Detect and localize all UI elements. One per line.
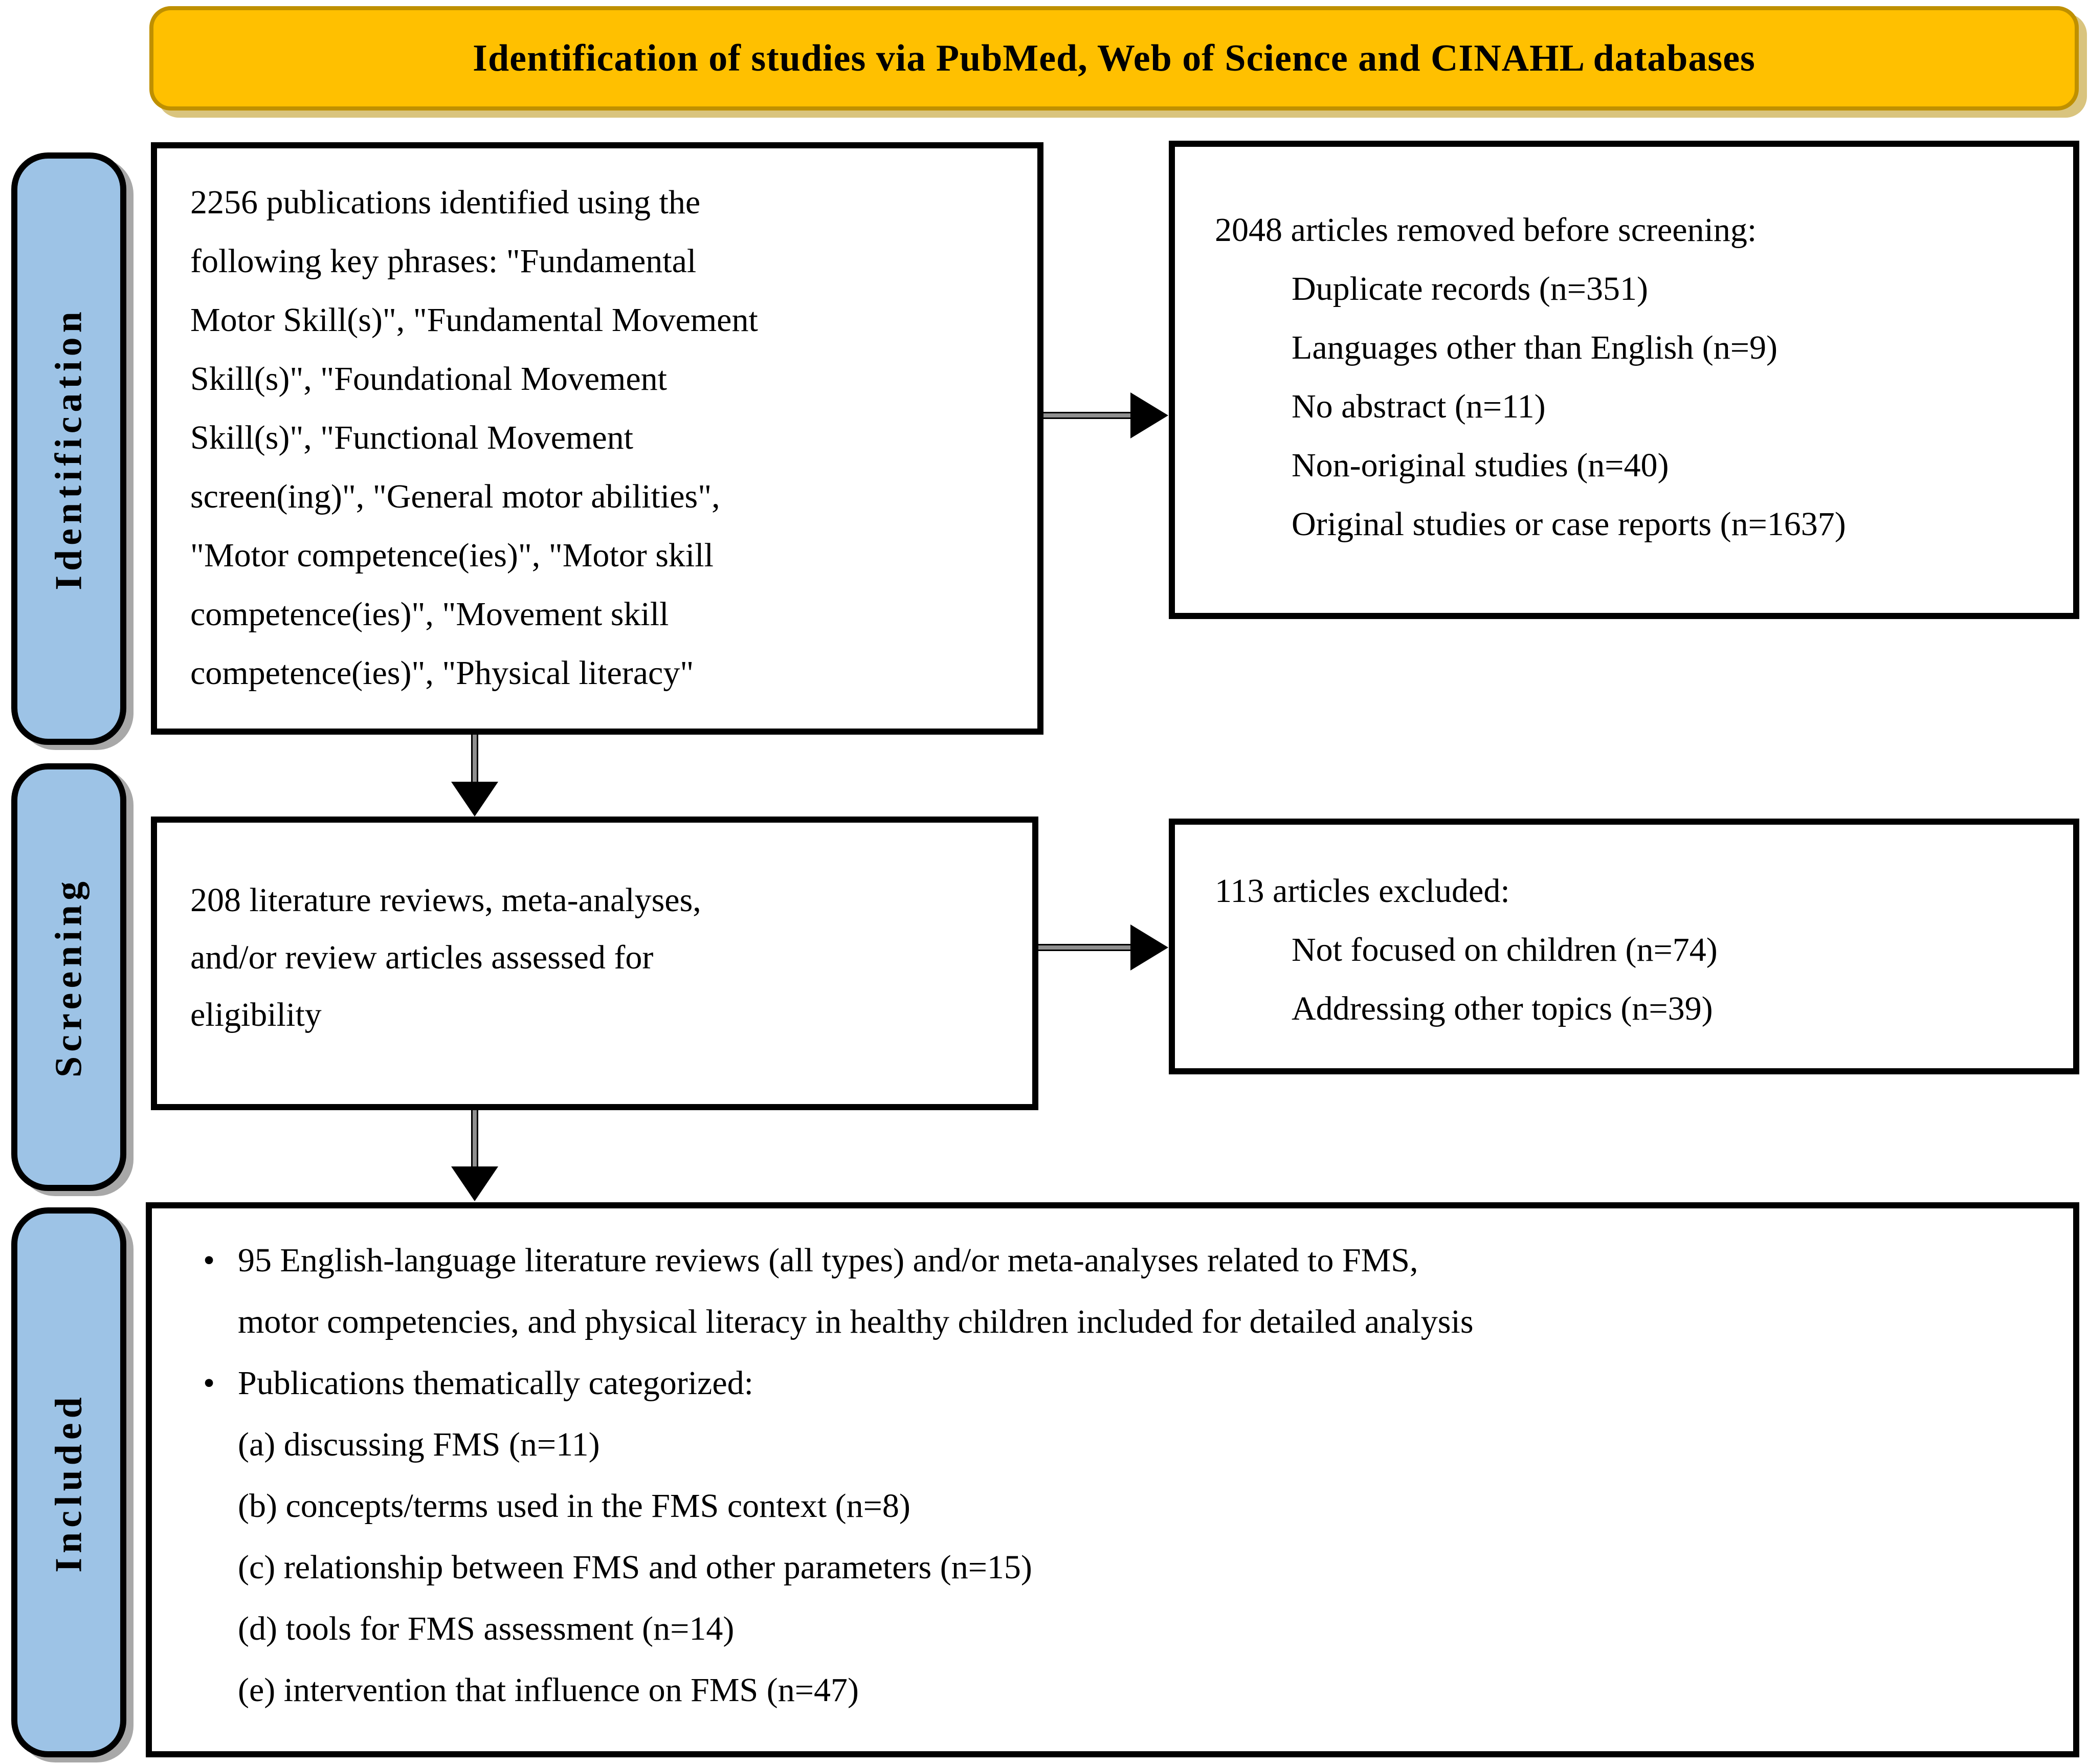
text-line: motor competencies, and physical literac… <box>238 1303 1474 1340</box>
box-excluded-text: 113 articles excluded: Not focused on ch… <box>1175 825 2073 1038</box>
text-line: (c) relationship between FMS and other p… <box>238 1549 1032 1586</box>
text-line: (b) concepts/terms used in the FMS conte… <box>238 1487 910 1525</box>
arrow-line <box>471 1110 478 1167</box>
arrow-head-icon <box>1130 924 1168 971</box>
arrow-line <box>1043 412 1131 419</box>
text-line: (e) intervention that influence on FMS (… <box>238 1671 859 1709</box>
stage-included-label: Included <box>48 1392 90 1573</box>
text-line: Non-original studies (n=40) <box>1292 447 1669 484</box>
text-line: competence(ies)", "Physical literacy" <box>190 654 694 692</box>
text-line: • 95 English-language literature reviews … <box>203 1230 2063 1291</box>
text-line: "Motor competence(ies)", "Motor skill <box>190 537 714 574</box>
text-line: Motor Skill(s)", "Fundamental Movement <box>190 301 758 339</box>
stage-identification: Identification <box>11 152 126 745</box>
arrow-line <box>1038 944 1131 951</box>
text-line: Addressing other topics (n=39) <box>1292 990 1713 1027</box>
stage-screening: Screening <box>11 763 126 1191</box>
bullet-icon: • <box>203 1242 215 1279</box>
box-included-text: • 95 English-language literature reviews … <box>152 1208 2073 1721</box>
text-line: 2048 articles removed before screening: <box>1215 211 1757 249</box>
stage-screening-label: Screening <box>48 876 90 1078</box>
stage-identification-label: Identification <box>48 307 90 590</box>
text-line: Duplicate records (n=351) <box>1292 270 1648 307</box>
text-line: 95 English-language literature reviews (… <box>238 1242 1418 1279</box>
text-line: competence(ies)", "Movement skill <box>190 596 669 633</box>
banner-title: Identification of studies via PubMed, We… <box>473 37 1755 79</box>
text-line: (d) tools for FMS assessment (n=14) <box>238 1610 735 1647</box>
stage-included: Included <box>11 1207 126 1757</box>
arrow-line <box>471 735 478 783</box>
text-line: screen(ing)", "General motor abilities", <box>190 478 720 515</box>
text-line: and/or review articles assessed for <box>190 939 654 976</box>
text-line: following key phrases: "Fundamental <box>190 242 697 280</box>
text-line: (a) discussing FMS (n=11) <box>238 1426 600 1463</box>
text-line: eligibility <box>190 996 322 1033</box>
box-removed-before-screening: 2048 articles removed before screening: … <box>1169 141 2079 619</box>
arrow-head-icon <box>451 1166 498 1201</box>
arrow-head-icon <box>1130 392 1168 438</box>
box-assessed-for-eligibility: 208 literature reviews, meta-analyses, a… <box>151 817 1038 1110</box>
arrow-head-icon <box>451 782 498 817</box>
banner: Identification of studies via PubMed, We… <box>149 6 2079 111</box>
text-line: • Publications thematically categorized: <box>203 1353 2063 1414</box>
text-line: Languages other than English (n=9) <box>1292 329 1777 366</box>
text-line: 113 articles excluded: <box>1215 872 1510 910</box>
box-included-studies: • 95 English-language literature reviews … <box>146 1202 2079 1757</box>
text-line: Not focused on children (n=74) <box>1292 931 1718 968</box>
box-articles-excluded: 113 articles excluded: Not focused on ch… <box>1169 819 2079 1074</box>
box-identified-publications: 2256 publications identified using the f… <box>151 142 1043 735</box>
box-identified-text: 2256 publications identified using the f… <box>157 148 1037 702</box>
bullet-icon: • <box>203 1364 215 1402</box>
text-line: Skill(s)", "Foundational Movement <box>190 360 667 398</box>
text-line: Skill(s)", "Functional Movement <box>190 419 633 456</box>
box-removed-text: 2048 articles removed before screening: … <box>1175 147 2073 554</box>
box-assessed-text: 208 literature reviews, meta-analyses, a… <box>157 823 1032 1044</box>
text-line: Original studies or case reports (n=1637… <box>1292 505 1846 543</box>
text-line: 208 literature reviews, meta-analyses, <box>190 881 701 919</box>
text-line: Publications thematically categorized: <box>238 1364 753 1402</box>
text-line: No abstract (n=11) <box>1292 388 1546 425</box>
text-line: 2256 publications identified using the <box>190 184 701 221</box>
